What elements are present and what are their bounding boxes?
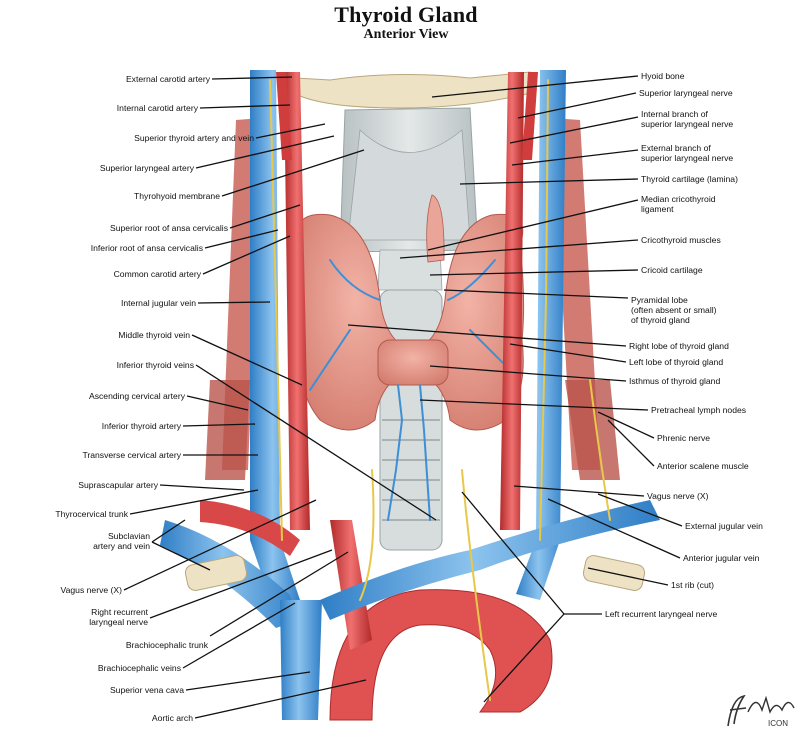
label-vagus-nerve-left: Vagus nerve (X) — [60, 585, 122, 595]
label-superior-thyroid-artery-and-vein: Superior thyroid artery and vein — [134, 133, 254, 143]
label-internal-branch-superior-laryngeal-nerve: Internal branch of superior laryngeal ne… — [641, 109, 734, 129]
thyroid-gland — [297, 194, 525, 431]
label-aortic-arch: Aortic arch — [151, 713, 193, 723]
diagram-subtitle: Anterior View — [363, 27, 449, 42]
label-inferior-root-of-ansa-cervicalis: Inferior root of ansa cervicalis — [90, 243, 203, 253]
label-hyoid-bone: Hyoid bone — [641, 71, 685, 81]
label-common-carotid-artery: Common carotid artery — [113, 269, 201, 279]
label-superior-root-of-ansa-cervicalis: Superior root of ansa cervicalis — [110, 223, 228, 233]
label-median-cricothyroid-ligament: Median cricothyroid ligament — [641, 194, 716, 214]
svg-text:ICON: ICON — [768, 719, 788, 728]
internal-jugular-veins — [250, 70, 566, 610]
label-superior-laryngeal-artery: Superior laryngeal artery — [99, 163, 194, 173]
label-pyramidal-lobe: Pyramidal lobe (often absent or small) o… — [631, 295, 717, 325]
label-pretracheal-lymph-nodes: Pretracheal lymph nodes — [651, 405, 747, 415]
label-internal-carotid-artery: Internal carotid artery — [116, 103, 198, 113]
label-inferior-thyroid-veins: Inferior thyroid veins — [116, 360, 194, 370]
label-brachiocephalic-veins: Brachiocephalic veins — [97, 663, 181, 673]
carotid-arteries — [276, 72, 538, 530]
label-thyroid-cartilage-lamina: Thyroid cartilage (lamina) — [641, 174, 738, 184]
label-ascending-cervical-artery: Ascending cervical artery — [88, 391, 185, 401]
label-suprascapular-artery: Suprascapular artery — [78, 480, 158, 490]
label-cricoid-cartilage: Cricoid cartilage — [641, 265, 703, 275]
label-anterior-jugular-vein: Anterior jugular vein — [683, 553, 760, 563]
label-isthmus-of-thyroid-gland: Isthmus of thyroid gland — [629, 376, 721, 386]
label-vagus-nerve-right: Vagus nerve (X) — [647, 491, 709, 501]
label-subclavian-artery-and-vein: Subclavian artery and vein — [93, 531, 150, 551]
label-phrenic-nerve: Phrenic nerve — [657, 433, 711, 443]
label-thyrocervical-trunk: Thyrocervical trunk — [55, 509, 128, 519]
artist-signature: ICON — [727, 694, 795, 728]
label-inferior-thyroid-artery: Inferior thyroid artery — [101, 421, 181, 431]
label-internal-jugular-vein: Internal jugular vein — [120, 298, 196, 308]
label-cricothyroid-muscles: Cricothyroid muscles — [641, 235, 721, 245]
hyoid-bone — [295, 71, 536, 109]
label-left-lobe-of-thyroid-gland: Left lobe of thyroid gland — [629, 357, 724, 367]
label-first-rib-cut: 1st rib (cut) — [671, 580, 714, 590]
diagram-title: Thyroid Gland — [334, 2, 478, 27]
label-superior-laryngeal-nerve: Superior laryngeal nerve — [639, 88, 733, 98]
label-thyrohyoid-membrane: Thyrohyoid membrane — [134, 191, 220, 201]
label-middle-thyroid-vein: Middle thyroid vein — [118, 330, 190, 340]
label-right-lobe-of-thyroid-gland: Right lobe of thyroid gland — [629, 341, 729, 351]
label-external-jugular-vein: External jugular vein — [685, 521, 763, 531]
label-brachiocephalic-trunk: Brachiocephalic trunk — [125, 640, 208, 650]
nerves — [269, 79, 611, 701]
label-left-recurrent-laryngeal-nerve: Left recurrent laryngeal nerve — [605, 609, 718, 619]
leader-lines — [123, 75, 683, 719]
label-external-carotid-artery: External carotid artery — [125, 74, 210, 84]
label-external-branch-superior-laryngeal-nerve: External branch of superior laryngeal ne… — [641, 143, 734, 163]
label-superior-vena-cava: Superior vena cava — [109, 685, 184, 695]
label-right-recurrent-laryngeal-nerve: Right recurrent laryngeal nerve — [89, 607, 148, 627]
label-transverse-cervical-artery: Transverse cervical artery — [82, 450, 181, 460]
label-anterior-scalene-muscle: Anterior scalene muscle — [657, 461, 749, 471]
